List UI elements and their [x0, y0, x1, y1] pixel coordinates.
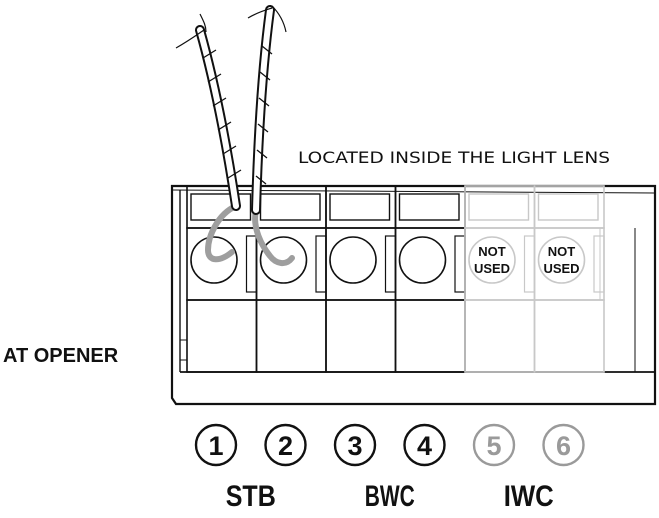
cable-fray-3	[247, 7, 273, 19]
terminal-clip	[315, 235, 327, 293]
terminal-cells: NOT USED NOT USED	[186, 185, 605, 373]
terminal-screw	[190, 236, 238, 284]
terminal-slot-inner	[398, 193, 460, 221]
terminal-cell-3	[325, 185, 397, 373]
terminal-clip	[593, 235, 605, 293]
terminal-lower-body	[325, 299, 397, 373]
group-label-iwc: IWC	[504, 480, 554, 513]
terminal-cell-5	[464, 185, 536, 373]
marker-number: 2	[278, 431, 293, 461]
terminal-slot-inner	[259, 193, 321, 221]
cable-twist-marks	[202, 45, 273, 185]
terminal-cell-1	[186, 185, 258, 373]
terminal-clip	[245, 235, 258, 293]
not-used-label-line2: USED	[474, 261, 510, 276]
marker-number: 6	[556, 431, 571, 461]
terminal-marker-1: 1	[194, 423, 238, 467]
opener-label: AT OPENER	[3, 345, 119, 367]
not-used-label-line1: NOT	[478, 244, 506, 259]
terminal-lower-body	[533, 299, 605, 373]
marker-number: 4	[417, 431, 432, 461]
terminal-clip	[523, 235, 536, 293]
marker-number: 3	[347, 431, 362, 461]
terminal-screw	[398, 236, 447, 284]
marker-circle	[403, 423, 446, 467]
marker-circle	[472, 423, 516, 467]
terminal-block-left-notch	[179, 339, 188, 361]
terminal-slot-inner	[468, 193, 530, 221]
terminal-group-labels: STB BWC IWC	[226, 480, 554, 513]
terminal-screw	[259, 236, 308, 284]
group-label-bwc: BWC	[365, 480, 415, 513]
terminal-lower-body	[186, 299, 258, 373]
terminal-top-slot	[325, 185, 397, 229]
wire-loop-2	[252, 207, 295, 266]
terminal-top-slot	[394, 185, 466, 229]
marker-circle	[264, 423, 307, 467]
terminal-lower-body	[394, 299, 466, 373]
marker-number: 1	[208, 431, 223, 461]
terminal-cell-4	[394, 185, 466, 373]
group-label-stb: STB	[226, 480, 276, 513]
terminal-number-markers: 1 2 3 4 5 6	[194, 423, 585, 467]
terminal-marker-5: 5	[472, 423, 516, 467]
terminal-marker-2: 2	[264, 423, 307, 467]
terminal-clip	[454, 235, 466, 293]
wire-loop-1	[204, 203, 239, 263]
not-used-label-line1: NOT	[548, 244, 576, 259]
marker-circle	[542, 423, 585, 467]
terminal-marker-6: 6	[542, 423, 585, 467]
marker-circle	[333, 423, 377, 467]
terminal-block-top-edge	[171, 189, 656, 194]
terminal-lower-body	[464, 299, 536, 373]
cable-fray-1	[175, 29, 205, 49]
terminal-top-slot	[255, 185, 327, 229]
marker-circle	[194, 423, 238, 467]
marker-number: 5	[486, 431, 501, 461]
not-used-label-line2: USED	[543, 261, 579, 276]
location-caption: LOCATED INSIDE THE LIGHT LENS	[298, 148, 610, 167]
terminal-clip	[384, 235, 397, 293]
terminal-slot-inner	[537, 193, 599, 221]
terminal-lower-body	[255, 299, 327, 373]
cable-right-fill	[253, 7, 273, 213]
terminal-slot-inner	[329, 193, 391, 221]
terminal-screw	[537, 236, 586, 284]
cable-fray-2	[199, 13, 207, 33]
wire-bundle	[175, 5, 295, 266]
terminal-screw	[468, 236, 516, 284]
terminal-screw	[329, 236, 377, 284]
terminal-cell-2	[255, 185, 327, 373]
terminal-marker-4: 4	[403, 423, 446, 467]
cable-fray-4	[271, 5, 287, 33]
terminal-top-slot	[186, 185, 258, 229]
terminal-marker-3: 3	[333, 423, 377, 467]
terminal-cell-6	[533, 185, 605, 373]
cable-left-fill	[197, 27, 239, 209]
